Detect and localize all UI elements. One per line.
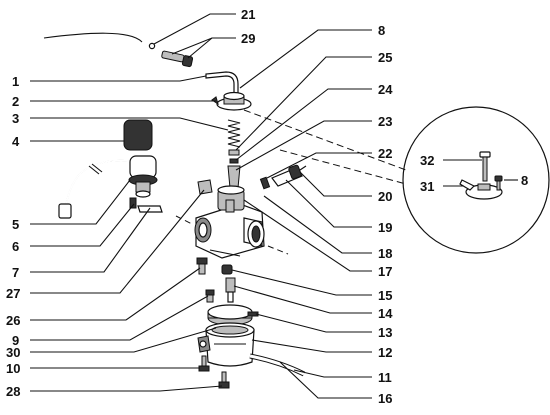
cable-end-ball <box>148 42 156 50</box>
needle-jet <box>225 277 236 303</box>
label-9: 9 <box>12 333 19 348</box>
throttle-spring <box>227 119 241 148</box>
label-13: 13 <box>378 325 392 340</box>
label-30: 30 <box>6 345 20 360</box>
leader-29a <box>171 37 236 55</box>
label-23: 23 <box>378 114 392 129</box>
leader-6 <box>30 203 135 247</box>
carburetor-cover <box>211 91 252 111</box>
leader-27 <box>30 189 205 294</box>
label-32: 32 <box>420 153 434 168</box>
label-28: 28 <box>6 384 20 399</box>
carburetor-body <box>194 185 265 259</box>
choke-wire-core <box>65 159 139 206</box>
leader-16 <box>279 361 372 399</box>
starter-jet <box>205 289 215 303</box>
label-17: 17 <box>378 264 392 279</box>
label-19: 19 <box>378 220 392 235</box>
label-31: 31 <box>420 179 434 194</box>
reference-line-upper <box>243 109 407 171</box>
axis-line-right <box>267 245 289 255</box>
detail-inset-circle <box>402 106 550 254</box>
label-4: 4 <box>12 134 20 149</box>
label-16: 16 <box>378 391 392 406</box>
label-7: 7 <box>12 265 19 280</box>
leader-19 <box>285 179 372 228</box>
spring-retainer <box>228 149 240 156</box>
leader-18 <box>263 195 372 254</box>
callout-labels: 21 29 8 25 24 23 22 20 19 18 17 15 14 13… <box>6 7 528 406</box>
leader-13 <box>255 313 372 333</box>
leader-9 <box>30 295 209 341</box>
leader-17 <box>243 199 372 272</box>
leader-3 <box>30 117 229 131</box>
leader-lines <box>30 13 518 399</box>
label-29: 29 <box>241 31 255 46</box>
label-11: 11 <box>378 370 392 385</box>
leader-24 <box>235 88 372 161</box>
leader-8 <box>239 29 372 89</box>
automatic-choke <box>128 155 158 198</box>
leader-5 <box>30 179 131 225</box>
leader-26 <box>30 267 201 321</box>
leader-30 <box>30 327 217 353</box>
label-10: 10 <box>6 361 20 376</box>
leader-20 <box>299 171 372 197</box>
label-5: 5 <box>12 217 19 232</box>
wire-connector <box>58 203 72 219</box>
leader-1 <box>30 75 207 82</box>
label-27: 27 <box>6 286 20 301</box>
label-25: 25 <box>378 50 392 65</box>
idle-screw-assembly <box>259 164 307 190</box>
needle-clip <box>229 158 239 164</box>
label-8: 8 <box>378 23 385 38</box>
leader-28 <box>30 385 223 392</box>
leader-11 <box>293 369 372 378</box>
leader-25 <box>235 56 372 151</box>
label-15: 15 <box>378 288 392 303</box>
leader-21 <box>153 13 236 45</box>
label-8-inset: 8 <box>521 173 528 188</box>
label-22: 22 <box>378 146 392 161</box>
detail-screw <box>479 151 491 182</box>
leader-14 <box>233 285 372 314</box>
choke-gasket <box>197 179 213 195</box>
label-1: 1 <box>12 74 19 89</box>
leader-23 <box>235 120 372 171</box>
label-6: 6 <box>12 239 19 254</box>
throttle-cable <box>43 32 143 43</box>
detail-small-screw <box>494 175 503 191</box>
leader-15 <box>231 269 372 296</box>
parts-layer <box>43 32 550 389</box>
choke-cap <box>123 119 153 151</box>
label-20: 20 <box>378 189 392 204</box>
label-21: 21 <box>241 7 255 22</box>
leader-29b <box>187 37 213 59</box>
label-24: 24 <box>378 82 393 97</box>
label-3: 3 <box>12 111 19 126</box>
float <box>207 304 259 326</box>
leader-12 <box>251 339 372 353</box>
label-14: 14 <box>378 306 393 321</box>
cable-adjuster-screw <box>161 50 194 68</box>
label-2: 2 <box>12 94 19 109</box>
label-26: 26 <box>6 313 20 328</box>
choke-bracket <box>129 197 163 213</box>
label-12: 12 <box>378 345 392 360</box>
idle-jet <box>196 257 208 275</box>
main-jet <box>221 264 233 275</box>
leader-22 <box>266 152 372 179</box>
leader-7 <box>30 207 151 273</box>
float-bowl <box>197 322 255 367</box>
label-18: 18 <box>378 246 392 261</box>
drain-screw <box>218 371 230 389</box>
axis-line-left <box>175 215 193 225</box>
